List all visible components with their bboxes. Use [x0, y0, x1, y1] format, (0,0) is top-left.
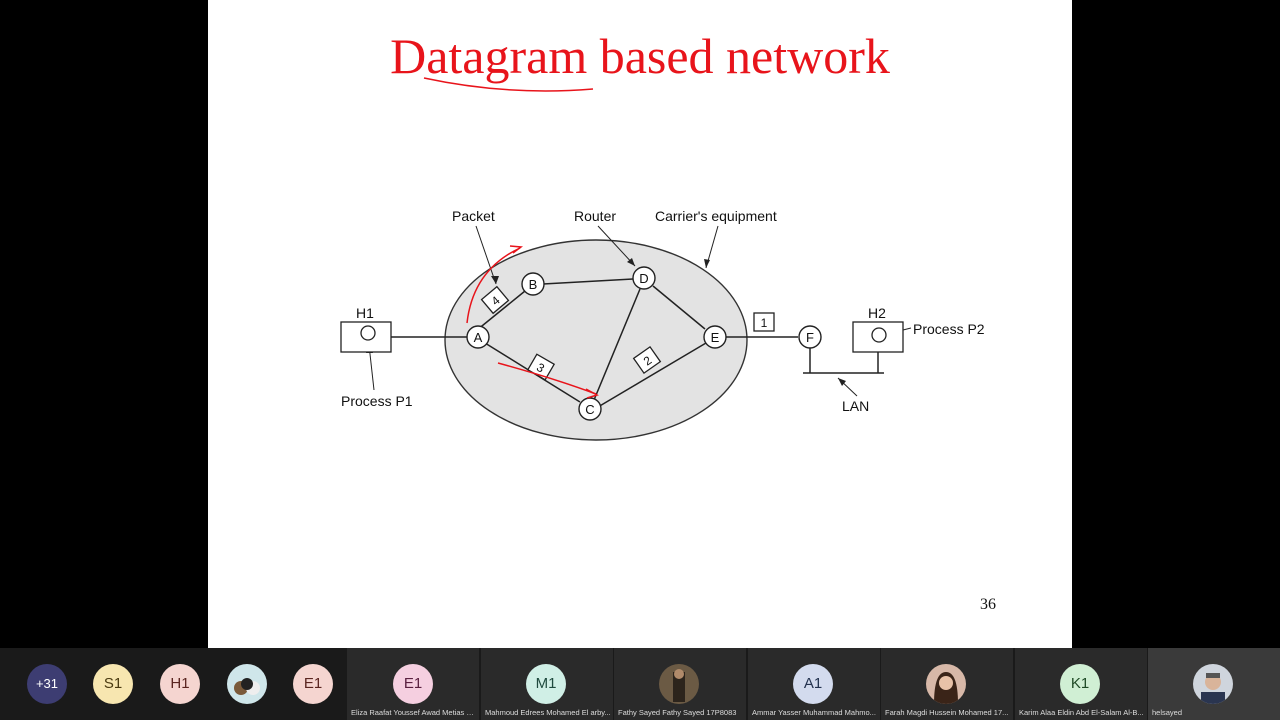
participant-name: Fathy Sayed Fathy Sayed 17P8083	[618, 708, 737, 717]
link-b-d	[542, 278, 634, 285]
router-c-label: C	[585, 402, 594, 417]
participant-avatar-e1[interactable]: E1	[293, 664, 333, 704]
link-c-d	[593, 288, 641, 401]
router-f-label: F	[806, 330, 814, 345]
photo-avatar-icon	[659, 664, 699, 704]
router-c-node	[578, 397, 602, 421]
participant-avatar: K1	[1060, 664, 1100, 704]
presentation-slide: Datagram based network	[208, 0, 1072, 648]
router-e-node	[703, 325, 727, 349]
router-b-node	[521, 272, 545, 296]
router-d-node	[632, 266, 656, 290]
participant-avatar: A1	[793, 664, 833, 704]
router-d-label: D	[639, 271, 648, 286]
link-c-e	[597, 342, 707, 408]
carrier-ellipse	[444, 239, 748, 441]
participant-tile[interactable]: K1 Karim Alaa Eldin Abd El-Salam Al-B...	[1015, 648, 1147, 720]
participant-avatar: E1	[393, 664, 433, 704]
photo-avatar-icon	[1193, 664, 1233, 704]
participant-tile[interactable]: Fathy Sayed Fathy Sayed 17P8083	[614, 648, 746, 720]
participant-name: Mahmoud Edrees Mohamed El arby...	[485, 708, 611, 717]
host-h2-process	[871, 327, 887, 343]
h2-caption: H2	[868, 305, 886, 321]
packet-4: 4	[480, 285, 510, 315]
packet-arrowhead	[491, 276, 499, 284]
more-participants-button[interactable]: +31	[27, 664, 67, 704]
router-f-node	[798, 325, 822, 349]
process-p1-caption: Process P1	[341, 393, 413, 409]
router-arrow	[597, 225, 636, 267]
router-b-label: B	[529, 277, 538, 292]
carrier-arrowhead	[704, 259, 710, 268]
cartoon-bear-avatar-icon[interactable]	[227, 664, 267, 704]
packet-1-label: 1	[761, 316, 768, 330]
annotation-arrow-lower	[497, 362, 597, 395]
annotation-underline	[423, 77, 594, 92]
lan-caption: LAN	[842, 398, 869, 414]
photo-avatar-icon	[926, 664, 966, 704]
router-caption: Router	[574, 208, 616, 224]
packet-2: 2	[632, 345, 662, 375]
packet-caption: Packet	[452, 208, 495, 224]
packet-3: 3	[526, 353, 556, 381]
participant-avatar-s1[interactable]: S1	[93, 664, 133, 704]
participant-avatar: M1	[526, 664, 566, 704]
link-d-e	[652, 285, 706, 330]
annotation-arrow-upper	[466, 247, 521, 324]
participant-tile[interactable]: Farah Magdi Hussein Mohamed 17...	[881, 648, 1013, 720]
participant-avatar-h1[interactable]: H1	[160, 664, 200, 704]
participant-name: Farah Magdi Hussein Mohamed 17...	[885, 708, 1009, 717]
link-a-b	[476, 290, 526, 331]
process-p2-caption: Process P2	[913, 321, 985, 337]
router-arrowhead	[627, 258, 635, 266]
h1-caption: H1	[356, 305, 374, 321]
carrier-caption: Carrier's equipment	[655, 208, 777, 224]
datagram-network-diagram: A B C D E F 1 2 3 4	[340, 77, 985, 441]
participant-tile[interactable]: M1 Mahmoud Edrees Mohamed El arby...	[481, 648, 613, 720]
participant-name: Eliza Raafat Youssef Awad Metias 17...	[351, 708, 477, 717]
annotation-arrow-lower-head	[585, 388, 599, 399]
participant-name: Karim Alaa Eldin Abd El-Salam Al-B...	[1019, 708, 1144, 717]
router-e-label: E	[711, 330, 720, 345]
participant-tile[interactable]: E1 Eliza Raafat Youssef Awad Metias 17..…	[347, 648, 479, 720]
participant-strip: +31 S1 H1 E1 E1 Eliza Raafat Youssef Awa…	[0, 648, 1280, 720]
participant-tile[interactable]: A1 Ammar Yasser Muhammad Mahmo...	[748, 648, 880, 720]
participant-tile-self[interactable]: helsayed	[1148, 648, 1280, 720]
slide-page-number: 36	[980, 596, 996, 613]
packet-arrow	[475, 225, 497, 285]
router-a-label: A	[474, 330, 483, 345]
slide-title: Datagram based network	[390, 28, 890, 84]
participant-name: helsayed	[1152, 708, 1183, 717]
host-h1-process	[360, 325, 376, 341]
annotation-arrow-upper-head	[509, 245, 524, 254]
packet-1: 1	[753, 312, 775, 332]
lan-arrowhead	[838, 378, 846, 386]
router-a-node	[466, 325, 490, 349]
participant-name: Ammar Yasser Muhammad Mahmo...	[752, 708, 876, 717]
